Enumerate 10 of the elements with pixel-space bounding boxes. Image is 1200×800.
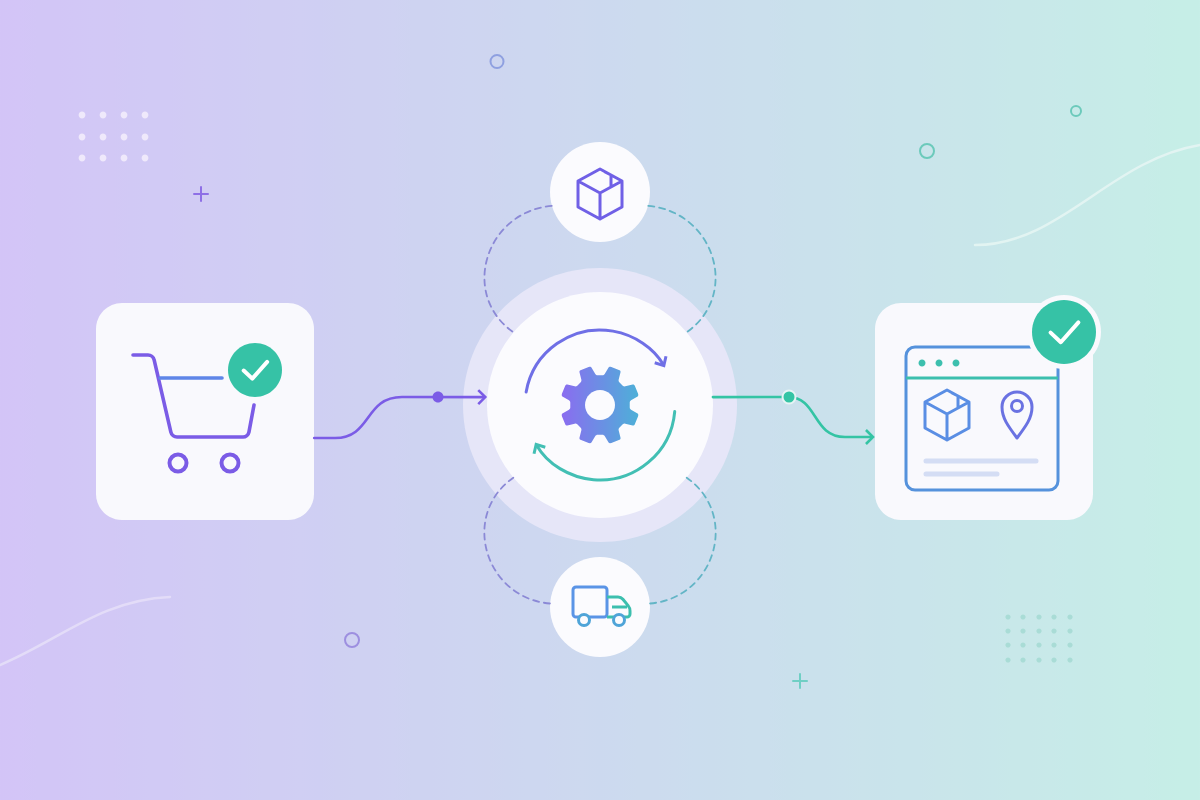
card <box>96 303 314 520</box>
dashed-arc <box>647 204 717 334</box>
arrow <box>711 395 875 445</box>
dashed-arc <box>649 476 717 605</box>
dashed-arc <box>483 476 551 605</box>
circle <box>550 142 650 242</box>
arrow <box>312 389 488 440</box>
circle <box>487 292 713 518</box>
dashed-arc <box>483 204 553 334</box>
circle <box>550 557 650 657</box>
